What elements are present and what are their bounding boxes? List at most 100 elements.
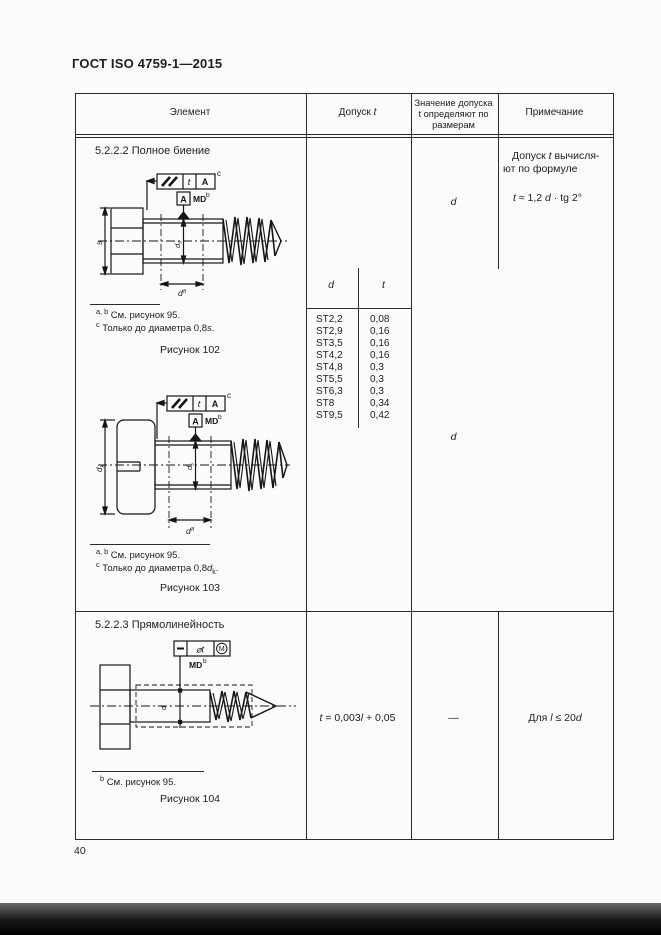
dim-ds-label: ds (173, 241, 184, 248)
section-title-runout: 5.2.2.2 Полное биение (95, 145, 211, 157)
col-header-note: Примечание (525, 107, 584, 118)
formula-text: = 0,003 (322, 712, 361, 724)
subtable-header-d: d (328, 279, 334, 291)
fig102-caption: Рисунок 102 (159, 344, 221, 356)
fig103-footnote-ab: a, b См. рисунок 95. (96, 547, 180, 561)
footnote-text: См. рисунок 95. (104, 777, 176, 789)
section-title-straightness: 5.2.2.3 Прямолинейность (95, 619, 225, 631)
table-row: ST2,2 0,08 (316, 314, 410, 326)
footnote-text: См. рисунок 95. (108, 550, 181, 562)
total-runout-icon (171, 398, 188, 409)
table-row: ST8 0,34 (316, 398, 410, 410)
subtable-d-value: ST9,5 (316, 410, 343, 421)
col-header-tolerance-var: t (373, 107, 377, 118)
fig103-caption: Рисунок 103 (159, 582, 221, 594)
figure-103-drawing: t A c A MD b dk ds da (95, 392, 290, 536)
page-number: 40 (74, 845, 86, 857)
subtable-header-t: t (382, 279, 385, 291)
grid-line (411, 94, 412, 839)
subtable-d-value: ST4,8 (316, 362, 343, 373)
subtable-d-value: ST8 (316, 398, 335, 409)
frame-datum-label: A (212, 399, 219, 409)
footnote-marker: a, b (96, 307, 109, 316)
col-header-value-line3: размерам (432, 120, 475, 130)
note-text: Допуск (512, 150, 549, 162)
note-formula: t ≈ 1,2 d · tg 2° (513, 192, 582, 204)
subtable-t-value: 0,16 (370, 350, 390, 361)
formula-var: t (319, 712, 323, 724)
thread (230, 438, 284, 492)
subtable-d-value: ST6,3 (316, 386, 343, 397)
subtable-t-value: 0,3 (370, 386, 384, 397)
value-d-top: d (450, 196, 457, 208)
subtable-rule (306, 308, 411, 309)
dim-d-label: d (161, 705, 168, 710)
subtable-t-value: 0,3 (370, 374, 384, 385)
footnote-text: См. рисунок 95. (108, 310, 181, 322)
table-row: ST6,3 0,3 (316, 386, 410, 398)
note-line1: Допуск t вычисля- (512, 150, 600, 162)
screw-head (116, 419, 156, 515)
dim-ds-label: ds (185, 463, 196, 470)
frame-datum-label: A (202, 177, 209, 187)
datum-md-label: MD (189, 660, 202, 670)
doc-title: ГОСТ ISO 4759-1—2015 (72, 56, 223, 71)
header-rule (76, 134, 613, 135)
col-header-tolerance-text: Допуск (338, 107, 374, 118)
dim-dk-label: dk (95, 464, 106, 472)
footnote-marker: a, b (96, 547, 109, 556)
datum-md-label: MD (193, 194, 206, 204)
footnote-text: . (215, 563, 219, 575)
col-header-value-line2: t определяют по (418, 109, 489, 119)
grid-line (498, 94, 499, 269)
note-var: t (548, 150, 552, 162)
datum-md-label: MD (205, 416, 218, 426)
footnote-marker: c (96, 560, 100, 569)
subtable-d-value: ST4,2 (316, 350, 343, 361)
datum-md-sup: b (203, 658, 207, 665)
footnote-var: d (206, 563, 213, 575)
subtable-t-value: 0,08 (370, 314, 390, 325)
subtable-t-value: 0,34 (370, 398, 390, 409)
footnote-var: s (206, 323, 212, 335)
row-divider (76, 611, 613, 612)
col-header-element: Элемент (169, 107, 211, 118)
col-header-tolerance: Допуск t (305, 107, 410, 118)
datum-letter: A (192, 417, 199, 427)
fig104-footnote-b: b См. рисунок 95. (100, 774, 176, 788)
frame-sup-label: c (217, 169, 221, 178)
datum-letter: A (180, 195, 187, 205)
screw-point (245, 691, 278, 719)
formula-var: l (360, 712, 364, 724)
fig103-footnote-c: c Только до диаметра 0,8dk. (96, 560, 218, 576)
note-var: d (575, 712, 582, 724)
formula-text: · tg 2° (550, 192, 582, 204)
subtable-t-value: 0,3 (370, 362, 384, 373)
table-row: ST4,2 0,16 (316, 350, 410, 362)
straightness-note: Для l ≤ 20d (497, 712, 613, 724)
modifier-letter: M (219, 646, 225, 653)
note-text: вычисля- (551, 150, 600, 162)
footnote-text: Только до диаметра 0,8 (99, 323, 207, 335)
formula-text: + 0,05 (363, 712, 396, 724)
footnote-sub: k (212, 569, 216, 577)
formula-var: t (513, 192, 516, 204)
grid-line (498, 611, 499, 839)
straightness-tolerance-formula: t = 0,003l + 0,05 (305, 712, 410, 724)
tolerance-zone-box (135, 684, 253, 728)
formula-text: ≈ 1,2 (515, 192, 546, 204)
table-row: ST4,8 0,3 (316, 362, 410, 374)
dim-s-label: s (95, 240, 104, 245)
formula-var: d (545, 192, 551, 204)
subtable-d-value: ST2,2 (316, 314, 343, 325)
header-rule (76, 137, 613, 138)
thread (222, 216, 276, 266)
footnote-rule (92, 771, 204, 772)
modifier-circle-icon (216, 642, 228, 655)
total-runout-icon (161, 176, 178, 187)
